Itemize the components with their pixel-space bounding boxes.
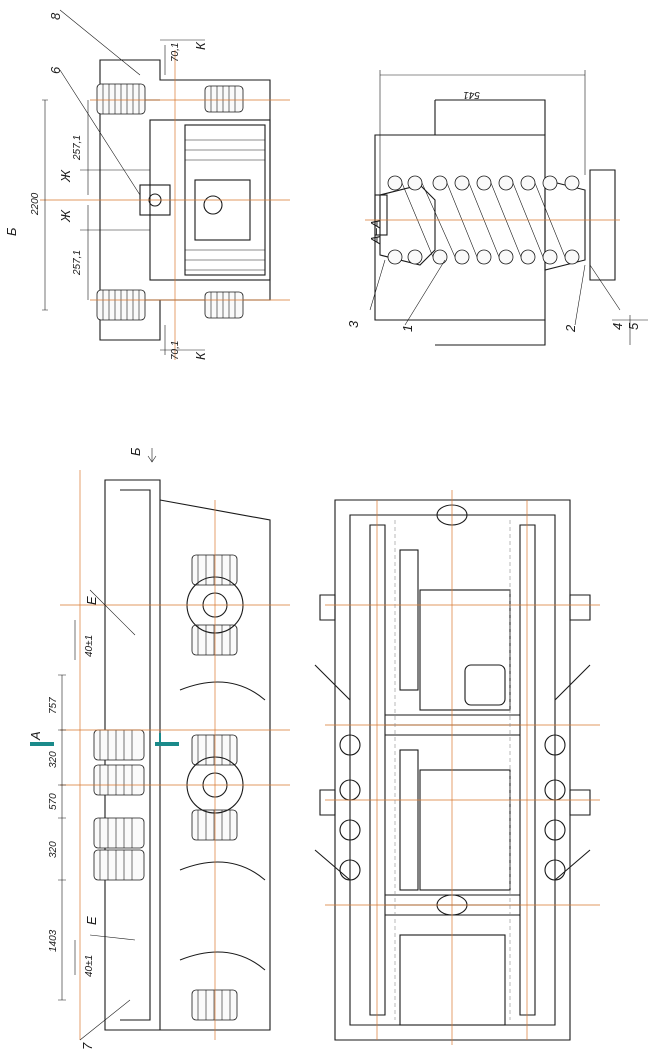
- dim-2200: 2200: [30, 192, 41, 216]
- spring-top-left: [96, 83, 146, 115]
- callout-4: 4: [610, 323, 625, 330]
- section-letter-k-upper: К: [193, 41, 208, 50]
- dim-757: 757: [48, 697, 59, 714]
- view-marker-b-label: Б: [128, 447, 143, 456]
- plan-view: [314, 490, 600, 1045]
- callout-2: 2: [563, 324, 578, 333]
- dim-1403: 1403: [48, 929, 59, 952]
- callout-8: 8: [48, 12, 63, 20]
- section-letter-k-lower: К: [193, 351, 208, 360]
- plan-wheelsets: [339, 734, 566, 881]
- dim-541: 541: [463, 89, 480, 100]
- spring-top-right: [204, 85, 244, 113]
- dim-320-a: 320: [48, 751, 59, 768]
- side-view: [30, 448, 290, 1041]
- dim-257-upper: 257,1: [72, 135, 83, 161]
- section-marker-a-label: А: [28, 731, 43, 741]
- dim-70-lower: 70,1: [170, 341, 181, 360]
- letter-e-lower: Е: [84, 916, 99, 925]
- section-letter-zh-upper: Ж: [58, 169, 73, 183]
- callout-6: 6: [48, 66, 63, 74]
- dim-320-b: 320: [48, 841, 59, 858]
- dim-570: 570: [48, 793, 59, 810]
- dim-40-upper: 40±1: [84, 635, 95, 657]
- dim-40-lower: 40±1: [84, 955, 95, 977]
- dim-70-upper: 70,1: [170, 43, 181, 62]
- section-title-a-a: А–А: [368, 219, 383, 245]
- section-marker-a: [30, 733, 179, 746]
- spring-bottom-right: [204, 291, 244, 319]
- spring-bottom-left: [96, 289, 146, 321]
- front-view: [40, 9, 290, 360]
- side-springs: [93, 554, 238, 1021]
- section-letter-zh-lower: Ж: [58, 209, 73, 223]
- callout-3: 3: [346, 320, 361, 328]
- view-letter-b: Б: [4, 227, 19, 236]
- section-a-a-view: [365, 70, 621, 346]
- callout-7: 7: [80, 1042, 95, 1050]
- letter-e-upper: Е: [84, 596, 99, 605]
- dim-257-lower: 257,1: [72, 250, 83, 276]
- callout-5: 5: [626, 322, 641, 330]
- callout-1: 1: [400, 325, 415, 332]
